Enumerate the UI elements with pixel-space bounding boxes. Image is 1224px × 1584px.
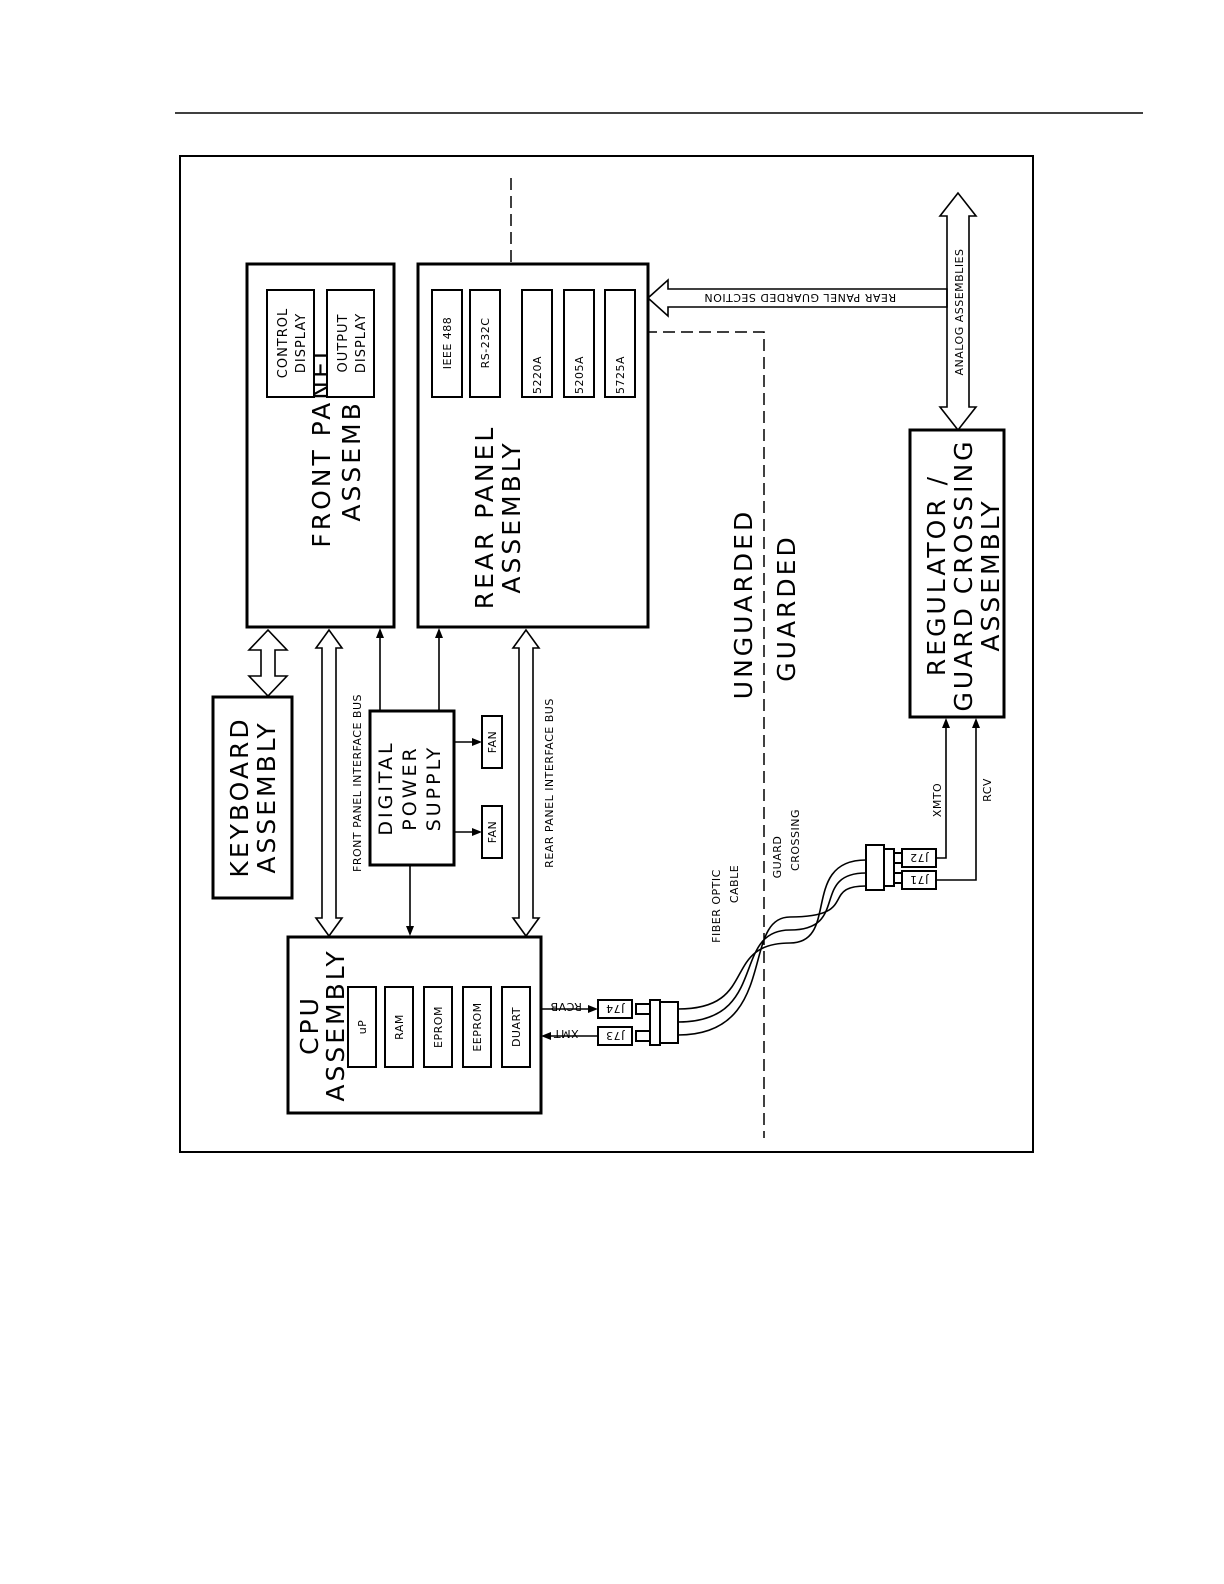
- duart-label: DUART: [510, 1007, 523, 1047]
- cpu-label-2: ASSEMBLY: [321, 948, 350, 1101]
- fan-label-top: FAN: [486, 731, 499, 754]
- output-display-label-2: DISPLAY: [354, 313, 369, 373]
- j71-label: J71: [910, 873, 930, 886]
- duart-module: [501, 986, 531, 1068]
- j73-label: J73: [606, 1029, 626, 1042]
- output-display-box: [326, 289, 375, 398]
- guard-crossing-label-2: CROSSING: [789, 809, 802, 871]
- keyboard-assembly: KEYBOARD ASSEMBLY: [211, 695, 294, 900]
- 5220a-module: [521, 289, 553, 398]
- eeprom-label: EEPROM: [471, 1002, 484, 1051]
- control-display-label-1: CONTROL: [276, 308, 291, 378]
- power-supply-label-1: DIGITAL: [375, 740, 397, 835]
- eprom-module: [423, 986, 453, 1068]
- ieee-488-module: [431, 289, 463, 398]
- 5725a-module: [604, 289, 636, 398]
- rear-panel-assembly: REAR PANEL ASSEMBLY IEEE 488 RS-232C 522…: [416, 262, 650, 629]
- eprom-label: EPROM: [432, 1006, 445, 1048]
- guarded-label: GUARDED: [772, 534, 801, 681]
- power-supply-label-3: SUPPLY: [423, 745, 445, 832]
- control-display-box: [266, 289, 315, 398]
- rear-bus-label: REAR PANEL INTERFACE BUS: [543, 698, 556, 868]
- regulator-label-1: REGULATOR /: [922, 474, 951, 676]
- j74-connector: [597, 999, 633, 1019]
- analog-assemblies-arrow: [938, 191, 978, 432]
- rear-panel-bus-arrow: [511, 628, 541, 938]
- control-display-label-2: DISPLAY: [294, 313, 309, 373]
- rear-guarded-label: REAR PANEL GUARDED SECTION: [704, 291, 896, 304]
- regulator-fiber-connectors: J72 J71 XMTO RCV: [865, 718, 994, 891]
- unguarded-label: UNGUARDED: [729, 509, 758, 699]
- j74-label: J74: [606, 1002, 626, 1015]
- figure-frame: [179, 155, 1034, 1153]
- rcv-label: RCV: [981, 778, 994, 802]
- output-display-label-1: OUTPUT: [336, 314, 351, 373]
- guard-crossing-label-1: GUARD: [771, 836, 784, 879]
- cpu-label-1: CPU: [295, 995, 324, 1055]
- regulator-label-2: GUARD CROSSING: [949, 438, 978, 711]
- regulator-label-3: ASSEMBLY: [976, 498, 1005, 651]
- analog-assemblies-label: ANALOG ASSEMBLIES: [953, 249, 966, 376]
- rcvb-label: RCVB: [550, 1000, 582, 1013]
- 5205a-module: [563, 289, 595, 398]
- xmt-label: XMT: [553, 1027, 578, 1040]
- eeprom-module: [462, 986, 492, 1068]
- regulator-guard-crossing-assembly: REGULATOR / GUARD CROSSING ASSEMBLY: [908, 428, 1006, 719]
- 5220a-label: 5220A: [531, 356, 544, 394]
- 5725a-label: 5725A: [614, 356, 627, 394]
- front-panel-assembly: FRONT PANEL ASSEMBLY CONTROL DISPLAY OUT…: [245, 262, 396, 629]
- digital-power-supply: DIGITAL POWER SUPPLY FAN FAN: [368, 709, 503, 867]
- fiber-optic-label-1: FIBER OPTIC: [710, 869, 723, 943]
- rear-panel-label-1: REAR PANEL: [470, 425, 499, 610]
- j73-connector: [597, 1026, 633, 1046]
- front-panel-bus-arrow: [314, 628, 344, 938]
- up-label: uP: [356, 1020, 369, 1035]
- xmto-label: XMTO: [931, 783, 944, 817]
- rs-232c-label: RS-232C: [479, 318, 492, 369]
- keyboard-front-panel-arrow: [247, 628, 289, 698]
- 5205a-label: 5205A: [573, 356, 586, 394]
- power-supply-arrows: [376, 628, 482, 936]
- keyboard-label-2: ASSEMBLY: [252, 720, 281, 873]
- rear-guarded-section-arrow: [646, 278, 948, 318]
- rs-232c-module: [469, 289, 501, 398]
- rear-panel-label-2: ASSEMBLY: [497, 440, 526, 593]
- front-bus-label: FRONT PANEL INTERFACE BUS: [351, 694, 364, 872]
- cpu-fiber-connectors: RCVB XMT J74 J73: [541, 999, 679, 1046]
- ram-module: [384, 986, 414, 1068]
- up-module: [347, 986, 377, 1068]
- ram-label: RAM: [393, 1014, 406, 1040]
- ieee-488-label: IEEE 488: [441, 317, 454, 370]
- fan-label-bottom: FAN: [486, 821, 499, 844]
- keyboard-label-1: KEYBOARD: [225, 716, 254, 877]
- fiber-optic-label-2: CABLE: [728, 865, 741, 903]
- fiber-optic-cable: [677, 859, 867, 1036]
- cpu-assembly: CPU ASSEMBLY uP RAM EPROM EEPROM DUART: [286, 935, 543, 1115]
- j72-label: J72: [910, 851, 930, 864]
- power-supply-label-2: POWER: [399, 745, 421, 830]
